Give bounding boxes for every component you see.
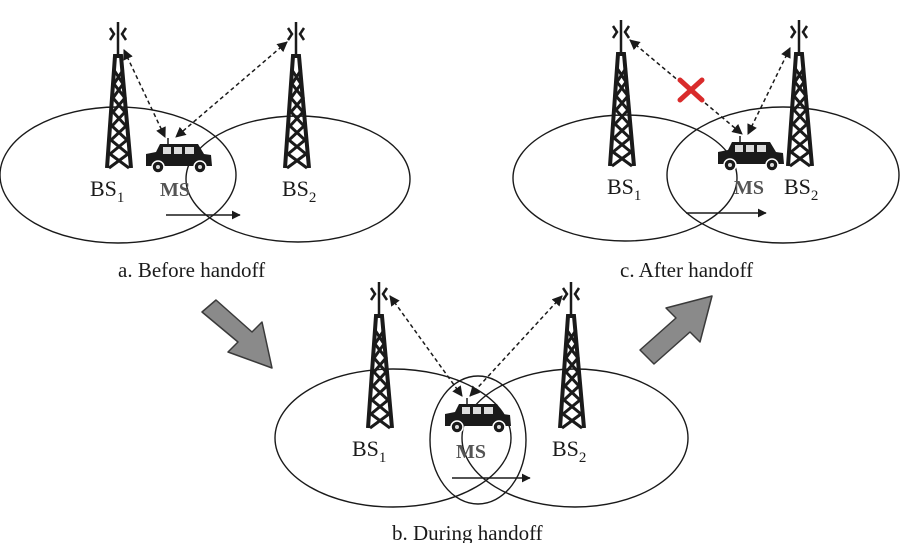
caption-after-handoff: c. After handoff (620, 258, 753, 282)
ms-label: MS (160, 179, 190, 201)
radio-link-bs1 (123, 49, 166, 138)
bs2-label: BS2 (282, 176, 316, 206)
radio-link-bs1 (389, 295, 463, 397)
car-icon (717, 135, 785, 172)
panel-after-handoff: BS1 MS BS2 c. After handoff (512, 18, 900, 282)
ms-label: MS (456, 441, 486, 463)
antenna-tower-icon (608, 18, 636, 168)
big-arrow-icon (639, 295, 713, 365)
car-icon (145, 137, 213, 174)
ms-label: MS (734, 177, 764, 199)
antenna-tower-icon (786, 18, 814, 168)
cell-coverage-bs2 (666, 106, 900, 244)
antenna-tower-icon (105, 20, 133, 170)
panel-before-handoff: BS1 MS BS2 a. Before handoff (0, 20, 411, 282)
radio-link-bs2 (469, 295, 563, 397)
antenna-tower-icon (283, 20, 311, 170)
radio-link-bs2 (747, 47, 791, 135)
panel-during-handoff: BS1 MS BS2 b. During handoff (274, 280, 689, 543)
antenna-tower-icon (558, 280, 586, 430)
cell-coverage-bs1 (0, 106, 237, 244)
radio-link-bs2 (175, 41, 288, 138)
caption-before-handoff: a. Before handoff (118, 258, 265, 282)
bs1-label: BS1 (352, 436, 386, 466)
caption-during-handoff: b. During handoff (392, 521, 543, 543)
bs1-label: BS1 (607, 174, 641, 204)
big-arrow-icon (201, 299, 273, 369)
bs1-label: BS1 (90, 176, 124, 206)
x-mark-icon (677, 77, 705, 103)
bs2-label: BS2 (784, 174, 818, 204)
bs2-label: BS2 (552, 436, 586, 466)
antenna-tower-icon (366, 280, 394, 430)
